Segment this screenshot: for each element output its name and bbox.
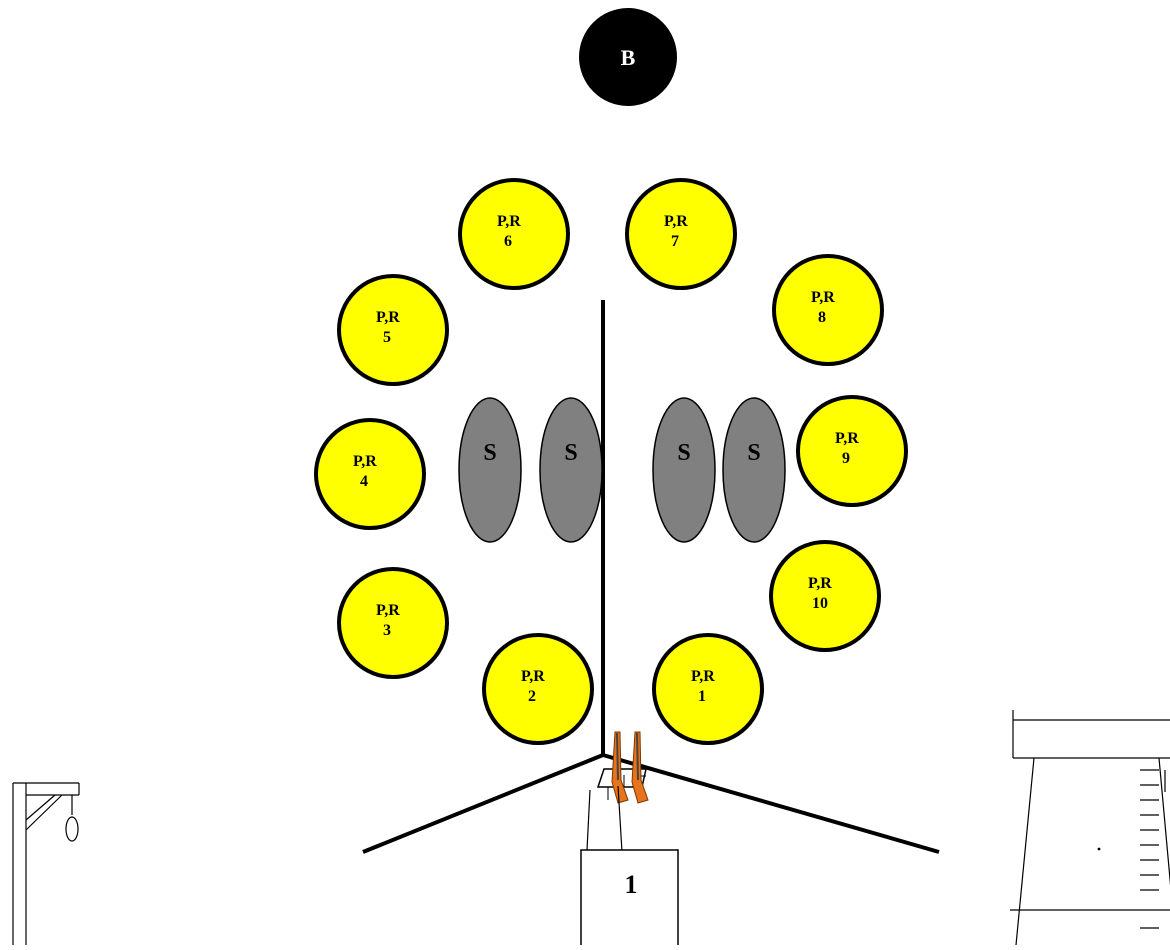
spectator-seat: S [458,397,522,543]
player-seat-label: P,R [811,289,835,306]
player-seat-6: P,R 6 [458,178,570,290]
player-seat-number: 1 [698,688,706,705]
player-seat-number: 8 [818,309,826,326]
player-seat-label: P,R [808,575,832,592]
spectator-seat-label: S [564,440,577,466]
player-seat-label: P,R [664,213,688,230]
player-seat-label: P,R [497,213,521,230]
player-seat-number: 5 [383,329,391,346]
spectator-seat: S [652,397,716,543]
player-seat-7: P,R 7 [625,178,737,290]
banker-seat: B [579,8,677,106]
spectator-seat: S [722,397,786,543]
player-seat-circle [772,254,884,366]
player-seat-circle [314,418,426,530]
player-seat-label: P,R [835,430,859,447]
spectator-seat-label: S [747,440,760,466]
player-seat-label: P,R [353,453,377,470]
player-seat-label: P,R [691,668,715,685]
player-seat-number: 4 [360,473,368,490]
right-divider-line [602,753,940,854]
player-seat-number: 7 [671,233,679,250]
spectator-seat-ellipse [722,397,786,543]
tower-icon [1010,710,1170,946]
player-seat-8: P,R 8 [772,254,884,366]
player-seat-10: P,R 10 [769,540,881,652]
player-seat-circle [482,633,594,745]
entrance-box-label: 1 [625,870,638,899]
player-seat-circle [337,274,449,386]
banker-label: B [621,45,636,70]
player-seat-1: P,R 1 [652,633,764,745]
player-seat-circle [796,395,908,507]
player-seat-circle [337,567,449,679]
entrance-box: 1 [580,849,679,950]
player-seat-circle [769,540,881,652]
gallows-icon [12,782,80,945]
player-seat-2: P,R 2 [482,633,594,745]
player-seat-9: P,R 9 [796,395,908,507]
rifles-icon [586,731,649,853]
spectator-seat-ellipse [539,397,603,543]
spectator-seat-ellipse [652,397,716,543]
player-seat-circle [625,178,737,290]
player-seat-number: 9 [842,450,850,467]
player-seat-label: P,R [376,309,400,326]
player-seat-4: P,R 4 [314,418,426,530]
divider-lines [362,300,940,854]
entrance-box-rect [580,849,679,950]
player-seat-5: P,R 5 [337,274,449,386]
player-seat-circle [458,178,570,290]
player-seat-number: 2 [528,688,536,705]
banker-circle [579,8,677,106]
player-seat-number: 6 [504,233,512,250]
spectator-seat-label: S [677,440,690,466]
player-seat-circle [652,633,764,745]
spectator-seat-label: S [483,440,496,466]
player-seat-number: 3 [383,622,391,639]
spectator-seat-ellipse [458,397,522,543]
player-seat-label: P,R [521,668,545,685]
player-seat-3: P,R 3 [337,567,449,679]
spectator-seat: S [539,397,603,543]
player-seats: P,R1P,R2P,R3P,R4P,R5P,R6P,R7P,R8P,R9P,R1… [314,178,908,745]
left-divider-line [362,753,604,854]
player-seat-label: P,R [376,602,400,619]
player-seat-number: 10 [812,595,828,612]
